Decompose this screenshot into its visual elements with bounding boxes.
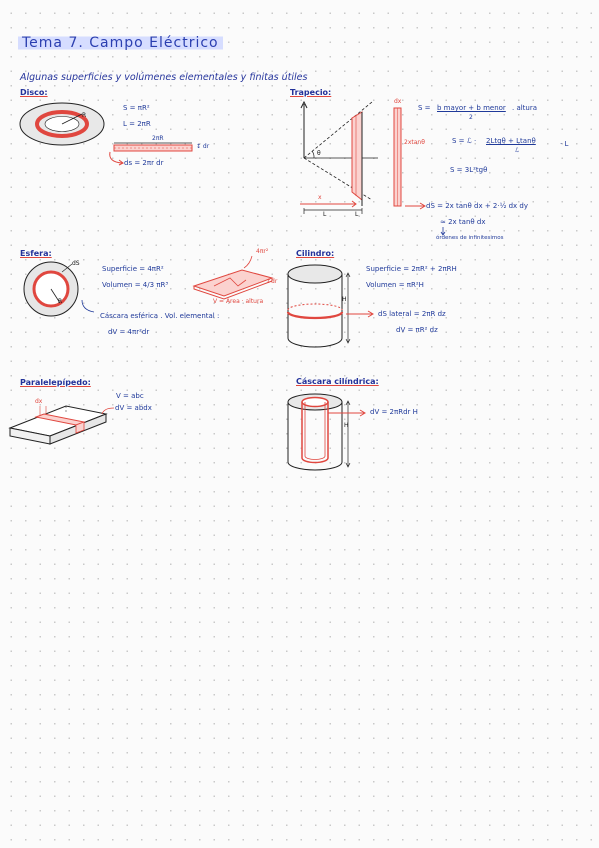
sphere-arrow: [81, 299, 95, 313]
trap-x: x: [318, 194, 322, 201]
heading-cascara-cilindrica: Cáscara cilíndrica:: [296, 377, 379, 386]
disc-arrow: [109, 151, 124, 166]
cylinder-slat: dS lateral = 2πR dz: [378, 310, 446, 318]
trap-s2-d: ℒ: [515, 147, 520, 154]
trap-s2-a: S = ℒ ·: [452, 137, 477, 145]
sphere-vdef: V = Área · altura: [213, 298, 264, 305]
cylinder-dv: dV = πR² dz: [396, 326, 438, 334]
sphere-shell-sheet: [192, 255, 274, 300]
trap-theta: θ: [317, 150, 321, 157]
sphere-ds: dS: [72, 260, 80, 267]
cylinder-volume: Volumen = πR²H: [366, 281, 424, 289]
prism-arrow: [101, 407, 115, 415]
trap-s1-b: b mayor + b menor: [437, 104, 506, 112]
cyl-shell-arrow: [328, 409, 366, 417]
sphere-4pi: 4πr²: [256, 248, 269, 255]
disc-strip-dim: 2πR: [152, 135, 164, 142]
cyl-shell-dv: dV = 2πRdr H: [370, 408, 418, 416]
trap-down-arrow: [440, 227, 446, 236]
trap-s3: S = 3L²tgθ: [450, 166, 488, 174]
cylinder-arrow: [346, 310, 374, 318]
trap-s1-d: 2: [469, 114, 473, 121]
trap-strip-arrow: [405, 202, 426, 210]
trap-s2-b: 2Ltgθ + Ltanθ: [486, 137, 536, 145]
disc-strip: [113, 142, 193, 152]
trap-s1-c: . altura: [512, 104, 538, 112]
heading-paralelepipedo: Paralelepípedo:: [20, 378, 91, 387]
trap-ds1: dS = 2x tanθ dx + 2·½ dx dy: [426, 202, 528, 210]
sphere-diagram: [23, 261, 79, 317]
disc-diagram: [19, 102, 105, 146]
trap-s1-a: S =: [418, 104, 431, 112]
cylinder-surface: Superficie = 2πR² + 2πRH: [366, 265, 457, 273]
heading-cilindro: Cilindro:: [296, 249, 335, 258]
prism-dv: dV = abdx: [115, 404, 152, 412]
trap-l2: L: [355, 211, 359, 218]
sphere-shell-label: Cáscara esférica . Vol. elemental :: [100, 312, 220, 320]
sphere-volume: Volumen = 4/3 πR³: [102, 281, 169, 289]
disc-dr: ↕ dr: [196, 143, 210, 150]
cylinder-diagram: [286, 264, 351, 348]
prism-diagram: [8, 405, 108, 445]
cylinder-h: H: [342, 296, 347, 303]
page-title: Tema 7. Campo Eléctrico: [18, 34, 223, 52]
disc-area: S = πR²: [123, 104, 150, 112]
cyl-shell-diagram: [287, 393, 351, 471]
trap-ds3: órdenes de infinitesimos: [436, 235, 504, 241]
trap-ds2: ≈ 2x tanθ dx: [440, 218, 486, 226]
sphere-dv: dV = 4πr²dr: [108, 328, 150, 336]
sphere-surface: Superficie = 4πR²: [102, 265, 164, 273]
trap-l1: L: [323, 211, 327, 218]
disc-ds: ds = 2πr dr: [124, 159, 164, 167]
trapezoid-diagram: [300, 100, 378, 214]
heading-esfera: Esfera:: [20, 249, 52, 258]
subtitle: Algunas superficies y volúmenes elementa…: [20, 72, 308, 83]
sphere-dr: ↕dr: [266, 278, 278, 285]
prism-volume: V = abc: [116, 392, 144, 400]
cyl-shell-h: H: [344, 422, 349, 429]
disc-r-label: R: [82, 112, 87, 119]
heading-disco: Disco:: [20, 88, 48, 97]
trap-dx: dx: [394, 98, 402, 105]
trap-s2-c: · L: [560, 140, 569, 148]
heading-trapecio: Trapecio:: [290, 88, 332, 97]
sphere-r: R: [58, 298, 63, 305]
disc-length: L = 2πR: [123, 120, 151, 128]
trap-strip: [393, 107, 402, 207]
trap-xtan: 2xtanθ: [404, 139, 425, 146]
prism-dx: dx: [35, 398, 43, 405]
